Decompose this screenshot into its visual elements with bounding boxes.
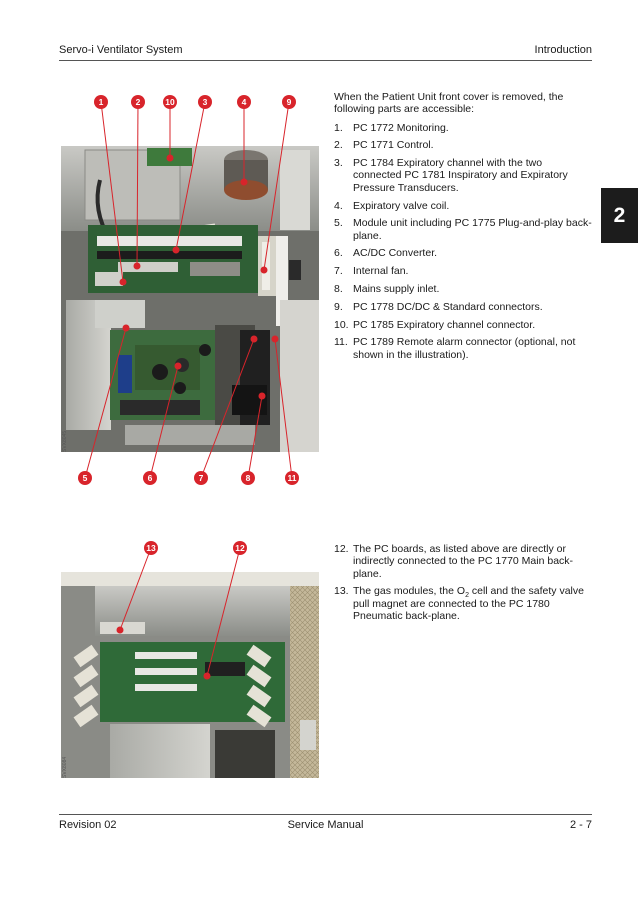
- callout-badge-10: 10: [163, 95, 177, 109]
- callout-badge-9: 9: [282, 95, 296, 109]
- photo2-leaders: [116, 547, 241, 680]
- parts-list: 1.PC 1772 Monitoring. 2.PC 1771 Control.…: [334, 122, 592, 361]
- list-item: 4.Expiratory valve coil.: [334, 199, 450, 212]
- list-item: 8.Mains supply inlet.: [334, 283, 440, 296]
- svg-text:9: 9: [287, 97, 292, 107]
- list-item: 10.PC 1785 Expiratory channel connector.: [334, 318, 536, 331]
- svg-text:5: 5: [83, 473, 88, 483]
- list-item: 7.Internal fan.: [334, 265, 409, 278]
- page-number: 2 - 7: [569, 819, 592, 831]
- svg-text:8: 8: [246, 473, 251, 483]
- callout-badge-2: 2: [131, 95, 145, 109]
- list-item: 13.The gas modules, the O2 cell and the …: [334, 585, 584, 622]
- list-item: 9.PC 1778 DC/DC & Standard connectors.: [334, 300, 543, 313]
- callout-badge-12: 12: [233, 541, 247, 555]
- svg-text:4: 4: [242, 97, 247, 107]
- callout-badge-5: 5: [78, 471, 92, 485]
- photo-back-plane: SVX8084: [61, 572, 319, 778]
- running-header: Servo-i Ventilator System Introduction: [59, 44, 592, 60]
- backplane-list: 12.The PC boards, as listed above are di…: [334, 543, 592, 622]
- svg-text:7: 7: [199, 473, 204, 483]
- callout-badge-1: 1: [94, 95, 108, 109]
- svg-text:3: 3: [203, 97, 208, 107]
- list-item: 11.PC 1789 Remote alarm connector (optio…: [334, 336, 576, 361]
- running-footer: Revision 02 Service Manual 2 - 7: [59, 819, 592, 835]
- photo1-id: SVX8045: [62, 431, 68, 452]
- svg-text:10: 10: [165, 97, 175, 107]
- photo1-callouts: 1 2 10 3 4 9 5 6 7 8 11: [78, 95, 299, 485]
- callout-badge-13: 13: [144, 541, 158, 555]
- svg-text:13: 13: [146, 543, 156, 553]
- list-item: 1.PC 1772 Monitoring.: [334, 121, 449, 134]
- svg-text:6: 6: [148, 473, 153, 483]
- footer-revision: Revision 02: [59, 819, 117, 831]
- footer-rule: [59, 814, 592, 815]
- backplane-description: 12.The PC boards, as listed above are di…: [334, 543, 592, 628]
- callout-badge-4: 4: [237, 95, 251, 109]
- callout-badge-3: 3: [198, 95, 212, 109]
- list-item: 2.PC 1771 Control.: [334, 139, 434, 152]
- parts-description: When the Patient Unit front cover is rem…: [334, 91, 592, 367]
- svg-text:12: 12: [235, 543, 245, 553]
- svg-text:1: 1: [99, 97, 104, 107]
- callout-badge-6: 6: [143, 471, 157, 485]
- photo-patient-unit-open: SVX8045: [61, 146, 319, 452]
- callout-badge-11: 11: [285, 471, 299, 485]
- callout-badge-7: 7: [194, 471, 208, 485]
- list-item: 3.PC 1784 Expiratory channel with the tw…: [334, 157, 568, 194]
- header-title: Servo-i Ventilator System: [59, 44, 183, 56]
- photo1-leaders: [84, 101, 293, 479]
- svg-text:2: 2: [136, 97, 141, 107]
- svg-text:11: 11: [288, 473, 297, 483]
- header-section: Introduction: [534, 44, 592, 56]
- callout-badge-8: 8: [241, 471, 255, 485]
- header-rule: [59, 60, 592, 61]
- list-item: 12.The PC boards, as listed above are di…: [334, 543, 574, 580]
- chapter-tab: 2: [601, 188, 638, 243]
- list-item: 6.AC/DC Converter.: [334, 247, 438, 260]
- footer-manual: Service Manual: [287, 819, 364, 831]
- list-item: 5.Module unit including PC 1775 Plug-and…: [334, 217, 592, 242]
- photo2-id: SVX8084: [62, 757, 68, 778]
- intro-paragraph: When the Patient Unit front cover is rem…: [334, 91, 564, 116]
- photo2-callouts: 13 12: [144, 541, 247, 555]
